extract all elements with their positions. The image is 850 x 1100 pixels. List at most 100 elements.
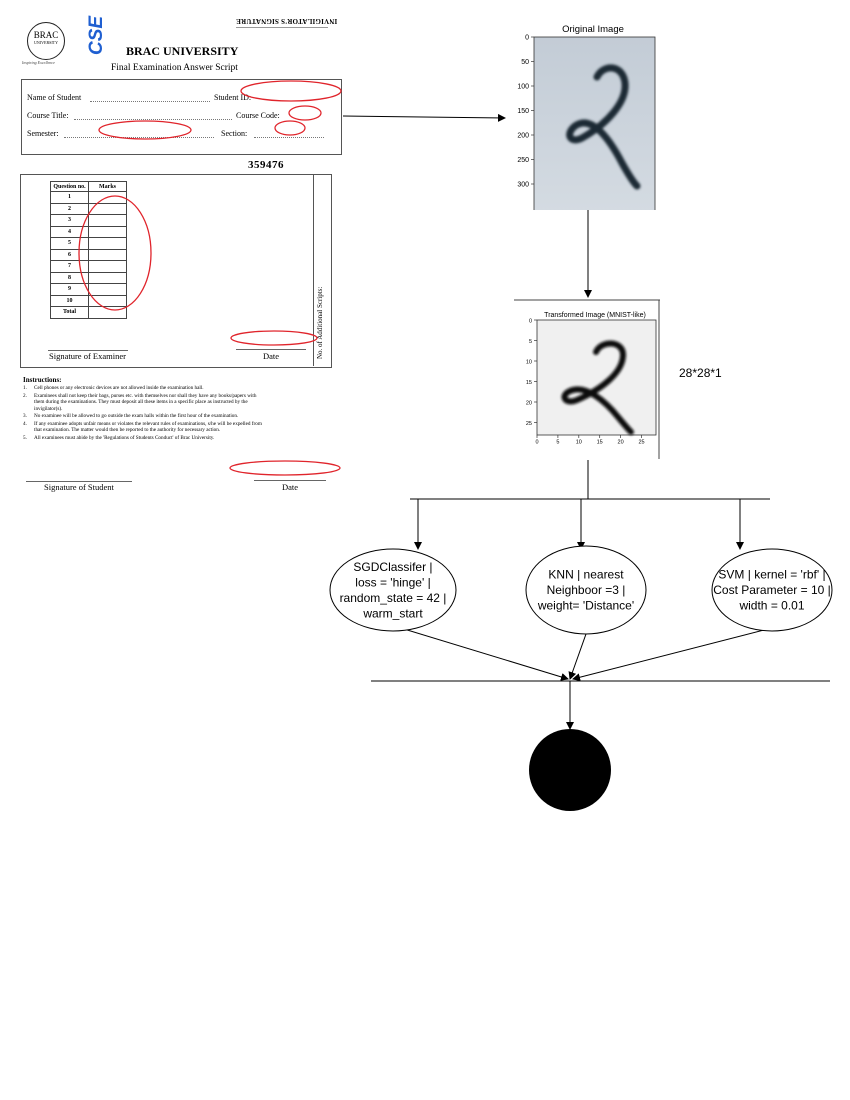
university-name: BRAC UNIVERSITY — [126, 44, 239, 58]
sgd-label-line: loss = 'hinge' | — [355, 575, 430, 589]
marks-cell — [88, 306, 127, 319]
knn-node — [525, 545, 647, 635]
original-plot-title: Original Image — [562, 24, 624, 35]
marks-box — [20, 174, 332, 368]
marks-row: 2 — [50, 202, 127, 215]
y-tick-label: 0 — [529, 319, 532, 325]
marks-row: 4 — [50, 225, 127, 238]
date-line-2 — [254, 480, 326, 481]
y-tick-label: 0 — [525, 35, 529, 42]
instruction-text: No examinee will be allowed to go outsid… — [34, 413, 238, 420]
instruction-text: If any examinee adopts unfair means or v… — [34, 421, 262, 434]
instruction-line: that examination. The matter would then … — [34, 427, 221, 433]
x-tick-label: 20 — [618, 440, 624, 446]
svm-label-line: width = 0.01 — [738, 599, 804, 613]
instruction-number: 4. — [23, 420, 27, 427]
id-field-label: Student ID: — [214, 93, 252, 102]
instruction-line: If any examinee adopts unfair means or v… — [34, 420, 262, 427]
x-tick-label: 10 — [576, 440, 582, 446]
instruction-line: them during the examinations. They must … — [34, 399, 248, 405]
svm-label-line: SVM | kernel = 'rbf' | — [718, 568, 825, 582]
course-title-line — [74, 119, 232, 120]
date-label-1: Date — [263, 351, 280, 361]
brac-logo: BRAC UNIVERSITY — [27, 22, 65, 60]
instruction-text: Cell phones or any electronic devices ar… — [34, 385, 204, 392]
instruction-item: 1.Cell phones or any electronic devices … — [23, 385, 343, 392]
y-tick-label: 25 — [526, 421, 532, 427]
sgd-label-line: random_state = 42 | — [340, 591, 447, 605]
knn-label-line: weight= 'Distance' — [537, 599, 634, 613]
circle-course-code — [288, 105, 322, 121]
instruction-text: All examinees must abide by the 'Regulat… — [34, 435, 214, 442]
signature-of-examiner: Signature of Examiner — [49, 351, 126, 361]
instructions-list: 1.Cell phones or any electronic devices … — [23, 385, 343, 442]
arrow-svm-to-merge — [572, 628, 769, 682]
section-line — [254, 137, 324, 138]
question-number-cell: 4 — [50, 225, 89, 238]
circle-student-id — [240, 80, 342, 102]
marks-cell — [88, 202, 127, 215]
x-tick-label: 25 — [638, 440, 644, 446]
instruction-line: No examinee will be allowed to go outsid… — [34, 413, 239, 419]
y-tick-label: 50 — [521, 59, 529, 66]
section-label: Section: — [221, 129, 248, 138]
y-tick-label: 200 — [517, 133, 529, 140]
instruction-text: Examinees shall not keep their bags, pur… — [34, 393, 256, 413]
course-code-label: Course Code: — [236, 111, 280, 120]
question-number-cell: 3 — [50, 214, 89, 227]
col-marks: Marks — [88, 181, 127, 192]
date-label-2: Date — [282, 482, 299, 492]
svm-label-line: Cost Parameter = 10 | — [713, 583, 831, 597]
arrow-sgd-to-merge — [403, 628, 569, 681]
y-tick-label: 15 — [526, 380, 532, 386]
circle-date-1 — [230, 330, 318, 346]
transformed-image-frame — [536, 319, 657, 436]
instruction-line: Examinees shall not keep their bags, pur… — [34, 392, 257, 399]
model-node-labels: SGDClassifer |loss = 'hinge' | random_sta… — [340, 560, 831, 621]
semester-label: Semester: — [27, 129, 59, 138]
transformed-plot-title: Transformed Image (MNIST-like) — [544, 312, 646, 319]
y-tick-label: 5 — [529, 339, 532, 345]
circle-marks — [78, 195, 152, 311]
transformed-digit-stroke — [561, 340, 634, 435]
script-subtitle: Final Examination Answer Script — [111, 63, 238, 73]
knn-label-line: KNN | nearest — [548, 568, 624, 582]
question-number-cell: 2 — [50, 202, 89, 215]
circle-semester — [98, 120, 192, 140]
instruction-item: 3. No examinee will be allowed to go outs… — [23, 413, 343, 420]
marks-cell — [88, 237, 127, 250]
marks-cell — [88, 214, 127, 227]
logo-line-2: UNIVERSITY — [34, 40, 58, 45]
x-tick-label: 5 — [556, 440, 559, 446]
sig-line-top — [236, 27, 328, 28]
marks-total-row: Total — [50, 306, 127, 319]
instruction-number: 3. — [23, 413, 27, 419]
date-line-1 — [236, 349, 306, 350]
y-tick-label: 250 — [517, 157, 529, 164]
student-info-box: Name of Student Student ID: Course Title… — [21, 79, 342, 155]
svm-node — [711, 548, 833, 632]
additional-scripts-column — [313, 174, 331, 366]
marks-row: 3 — [50, 214, 127, 227]
logo-tagline: Inspiring Excellence — [22, 60, 55, 65]
sgd-label-line: SGDClassifer | — [353, 560, 432, 574]
y-tick-label: 10 — [526, 360, 532, 366]
original-digit-stroke — [566, 64, 641, 190]
sgd-node — [329, 548, 457, 632]
instruction-line: invigilator(s). — [34, 405, 63, 412]
name-field-label: Name of Student — [27, 93, 82, 102]
exam-answer-script: BRAC UNIVERSITY Inspiring Excellence CSE… — [0, 0, 362, 505]
y-tick-label: 300 — [517, 182, 529, 189]
marks-cell — [88, 225, 127, 238]
examiner-sig-line — [48, 350, 128, 351]
arrow-script-to-original — [342, 113, 506, 122]
signature-of-student: Signature of Student — [44, 482, 114, 492]
logo-line-1: BRAC — [33, 30, 59, 40]
question-number-cell: Total — [50, 306, 89, 319]
script-number: 359476 — [248, 159, 284, 171]
y-tick-label: 100 — [517, 84, 529, 91]
